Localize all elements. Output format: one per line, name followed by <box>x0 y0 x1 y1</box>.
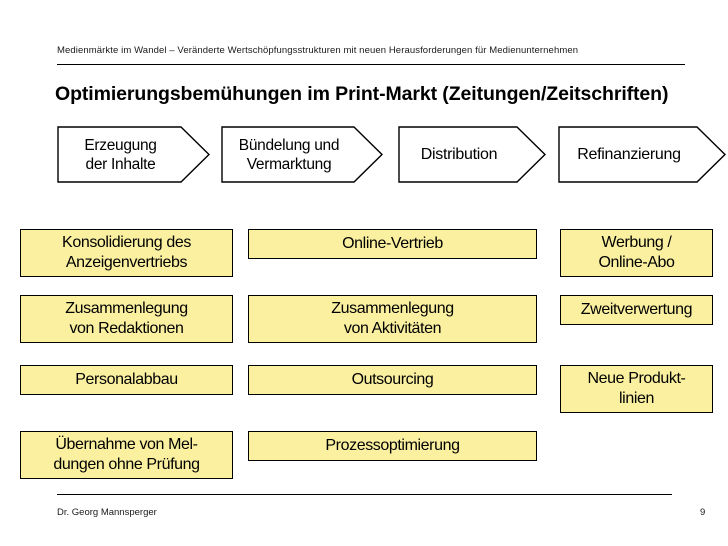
footer-divider <box>57 494 672 495</box>
value-chain-stage-label: Erzeugung der Inhalte <box>84 136 157 173</box>
measure-box-online-vertrieb[interactable]: Online-Vertrieb <box>248 229 537 259</box>
value-chain-stage-label: Distribution <box>420 146 498 163</box>
chevron-arrow-icon <box>57 126 210 183</box>
value-chain-stage-label: Refinanzierung <box>577 146 681 163</box>
running-header-title: Medienmärkte im Wandel – Veränderte Wert… <box>57 45 579 56</box>
measure-box-uebernahme-meldungen[interactable]: Übernahme von Mel- dungen ohne Prüfung <box>20 431 233 479</box>
chevron-arrow-icon <box>398 126 546 183</box>
value-chain-stage-buendelung[interactable]: Bündelung und Vermarktung <box>221 126 383 183</box>
measure-box-outsourcing[interactable]: Outsourcing <box>248 365 537 395</box>
measure-box-werbung-online-abo[interactable]: Werbung / Online-Abo <box>560 229 713 277</box>
footer-author: Dr. Georg Mannsperger <box>57 507 157 518</box>
footer-page-number: 9 <box>700 507 706 518</box>
measure-box-prozessoptimierung[interactable]: Prozessoptimierung <box>248 431 537 461</box>
measure-box-zweitverwertung[interactable]: Zweitverwertung <box>560 295 713 325</box>
value-chain-stage-refinanzierung[interactable]: Refinanzierung <box>558 126 726 183</box>
value-chain-stage-label: Bündelung und Vermarktung <box>238 136 340 173</box>
page-title: Optimierungsbemühungen im Print-Markt (Z… <box>55 83 669 105</box>
value-chain-stage-distribution[interactable]: Distribution <box>398 126 546 183</box>
chevron-arrow-icon <box>558 126 726 183</box>
measure-box-zusammenlegung-aktivitaeten[interactable]: Zusammenlegung von Aktivitäten <box>248 295 537 343</box>
measure-box-zusammenlegung-redaktionen[interactable]: Zusammenlegung von Redaktionen <box>20 295 233 343</box>
measure-box-personalabbau[interactable]: Personalabbau <box>20 365 233 395</box>
measure-box-neue-produktlinien[interactable]: Neue Produkt- linien <box>560 365 713 413</box>
measure-box-konsolidierung-anzeigenvertrieb[interactable]: Konsolidierung des Anzeigenvertriebs <box>20 229 233 277</box>
chevron-arrow-icon <box>221 126 383 183</box>
value-chain-stage-erzeugung[interactable]: Erzeugung der Inhalte <box>57 126 210 183</box>
header-divider <box>57 64 685 65</box>
